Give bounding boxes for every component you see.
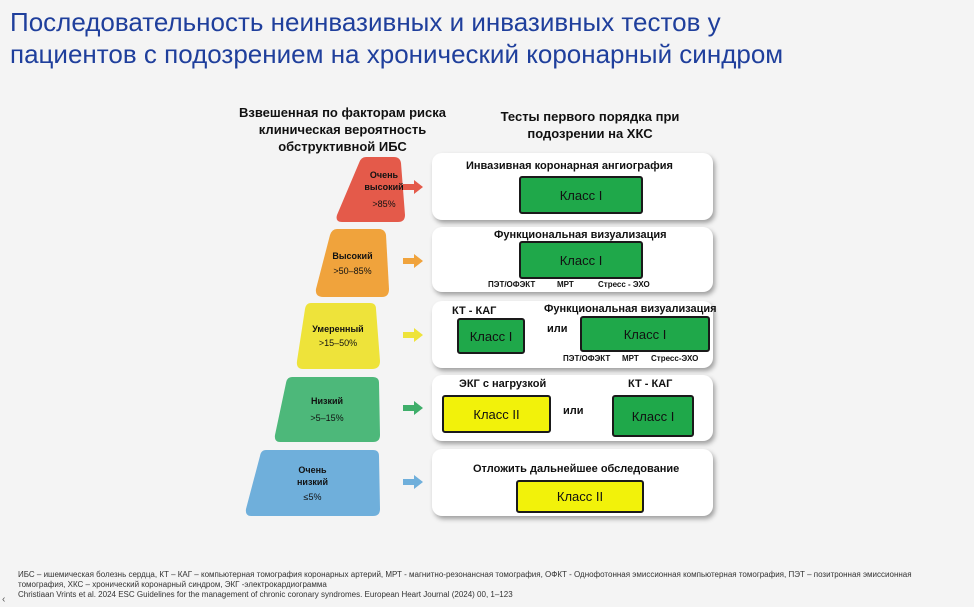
or-label: или <box>563 405 584 417</box>
panel-ecg-or-ct: ЭКГ с нагрузкой Класс II или КТ - КАГ Кл… <box>432 375 713 441</box>
footnote-citation: Christiaan Vrints et al. 2024 ESC Guidel… <box>18 590 513 599</box>
panel-ct-or-functional: КТ - КАГ Класс I или Функциональная визу… <box>432 301 717 368</box>
modality-pet-spect: ПЭТ/ОФЭКТ <box>488 280 536 289</box>
tier-shape-fill <box>274 377 380 442</box>
panel-title: Отложить дальнейшее обследование <box>473 463 680 475</box>
class-i-badge: Класс I <box>457 318 525 354</box>
panel-invasive-angiography: Инвазивная коронарная ангиография Класс … <box>432 153 713 220</box>
footnote-line-1: ИБС – ишемическая болезнь сердца, КТ – К… <box>18 570 912 579</box>
class-ii-badge: Класс II <box>442 395 551 433</box>
tier-name-line-1: Низкий <box>310 396 344 406</box>
tier-very-low: Очень низкий ≤5% <box>245 450 380 516</box>
modality-pet-spect: ПЭТ/ОФЭКТ <box>563 354 611 363</box>
tier-shape-fill <box>315 229 389 297</box>
tier-name-line-1: Высокий <box>332 250 373 261</box>
arrow-right-icon <box>403 401 423 415</box>
tier-shape-fill <box>296 303 380 369</box>
footnote: ИБС – ишемическая болезнь сердца, КТ – К… <box>18 570 958 600</box>
stress-ecg-title: ЭКГ с нагрузкой <box>459 378 547 390</box>
tier-low-shape <box>274 377 380 442</box>
arrow-right-icon <box>403 475 423 489</box>
tier-name-line-2: низкий <box>296 476 328 487</box>
footnote-line-2: томография, ХКС – хронический коронарный… <box>18 580 327 589</box>
tier-range: >50–85% <box>333 265 372 276</box>
modality-mri: МРТ <box>622 354 639 363</box>
panel-defer-testing: Отложить дальнейшее обследование Класс I… <box>432 449 713 516</box>
tier-name-line-1: Очень <box>369 170 399 180</box>
slide-title-line-2: пациентов с подозрением на хронический к… <box>10 39 784 69</box>
tier-range: >85% <box>372 199 396 209</box>
tier-name-line-2: высокий <box>364 182 404 192</box>
panel-title: Инвазивная коронарная ангиография <box>466 160 673 172</box>
slide-title-line-1: Последовательность неинвазивных и инвази… <box>10 7 721 37</box>
tier-shape-fill <box>245 450 380 516</box>
arrow-right-icon <box>403 254 423 268</box>
tier-range: >5–15% <box>310 413 344 423</box>
panel-functional-imaging: Функциональная визуализация Класс I ПЭТ/… <box>432 227 713 292</box>
tier-very-low-shape <box>245 450 380 516</box>
class-i-badge: Класс I <box>612 395 694 437</box>
tier-very-high-shape <box>336 157 405 222</box>
class-i-badge: Класс I <box>519 241 643 279</box>
class-ii-badge: Класс II <box>516 480 644 513</box>
tier-range: >15–50% <box>318 338 358 348</box>
slide-title: Последовательность неинвазивных и инвази… <box>10 6 960 70</box>
chevron-left-icon[interactable]: ‹ <box>2 594 6 605</box>
class-i-badge: Класс I <box>580 316 710 352</box>
arrow-right-icon <box>403 180 423 194</box>
tier-high-shape <box>315 229 389 297</box>
left-column-header: Взвешенная по факторам риска клиническая… <box>238 105 447 154</box>
tier-shape-fill <box>336 157 405 222</box>
or-label: или <box>547 323 568 335</box>
class-i-badge: Класс I <box>519 176 643 214</box>
tier-range: ≤5% <box>303 491 322 502</box>
tier-very-high: Очень высокий >85% <box>335 157 405 222</box>
arrow-right-icon <box>403 328 423 342</box>
ct-cag-title: КТ - КАГ <box>452 305 497 317</box>
panel-title: Функциональная визуализация <box>494 229 667 241</box>
tier-moderate: Умеренный >15–50% <box>296 303 380 369</box>
modality-mri: МРТ <box>557 280 574 289</box>
tier-moderate-shape <box>296 303 380 369</box>
functional-imaging-title: Функциональная визуализация <box>544 303 717 315</box>
modality-stress-echo: Стресс - ЭХО <box>598 280 650 289</box>
modality-stress-echo: Стресс-ЭХО <box>651 354 699 363</box>
tier-high: Высокий >50–85% <box>315 229 390 297</box>
right-column-header: Тесты первого порядка при подозрении на … <box>500 109 680 141</box>
tier-name-line-1: Очень <box>298 464 327 475</box>
tier-name-line-1: Умеренный <box>312 324 364 334</box>
tier-low: Низкий >5–15% <box>274 377 380 442</box>
ct-cag-title: КТ - КАГ <box>628 378 673 390</box>
